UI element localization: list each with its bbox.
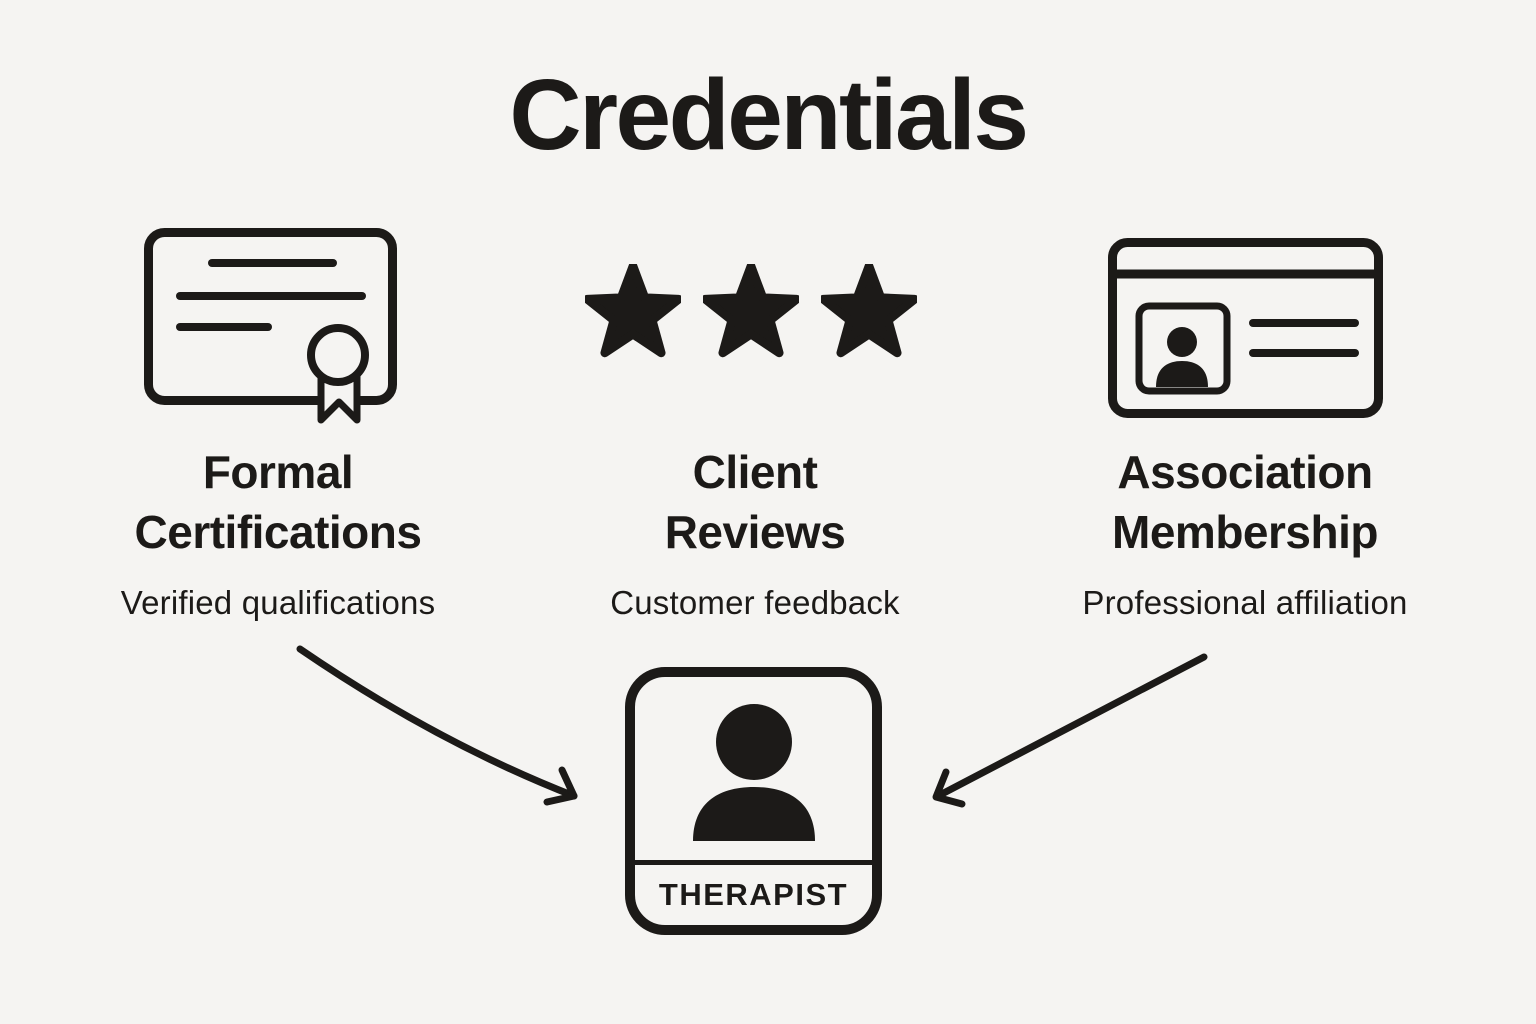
star-icon <box>585 264 681 358</box>
column-title: Formal Certifications <box>38 442 518 562</box>
rating-stars-icon <box>585 264 917 364</box>
column-title: Client Reviews <box>515 442 995 562</box>
column-title-line: Association <box>1117 446 1373 498</box>
column-title-line: Client <box>692 446 818 498</box>
column-client-reviews: Client Reviews Customer feedback <box>515 442 995 622</box>
page-title: Credentials <box>509 59 1029 171</box>
therapist-badge: THERAPIST <box>625 667 882 935</box>
column-title-line: Formal <box>202 446 354 498</box>
certificate-icon <box>144 228 397 424</box>
column-formal-certifications: Formal Certifications Verified qualifica… <box>38 442 518 622</box>
therapist-badge-label-strip: THERAPIST <box>635 860 872 925</box>
column-subtitle: Customer feedback <box>610 584 900 621</box>
column-title: Association Membership <box>1005 442 1485 562</box>
column-subtitle: Verified qualifications <box>120 584 436 621</box>
therapist-badge-label: THERAPIST <box>658 877 849 912</box>
column-title-line: Certifications <box>134 506 422 558</box>
column-association-membership: Association Membership Professional affi… <box>1005 442 1485 622</box>
arrow-membership-to-therapist <box>932 653 1208 808</box>
person-icon <box>692 703 815 841</box>
star-icon <box>703 264 799 358</box>
star-icon <box>821 264 917 358</box>
column-title-line: Membership <box>1112 506 1378 558</box>
therapist-badge-art <box>635 677 872 860</box>
id-card-icon <box>1108 238 1383 418</box>
arrow-certifications-to-therapist <box>296 645 578 806</box>
column-subtitle: Professional affiliation <box>1082 584 1408 621</box>
column-title-line: Reviews <box>664 506 846 558</box>
